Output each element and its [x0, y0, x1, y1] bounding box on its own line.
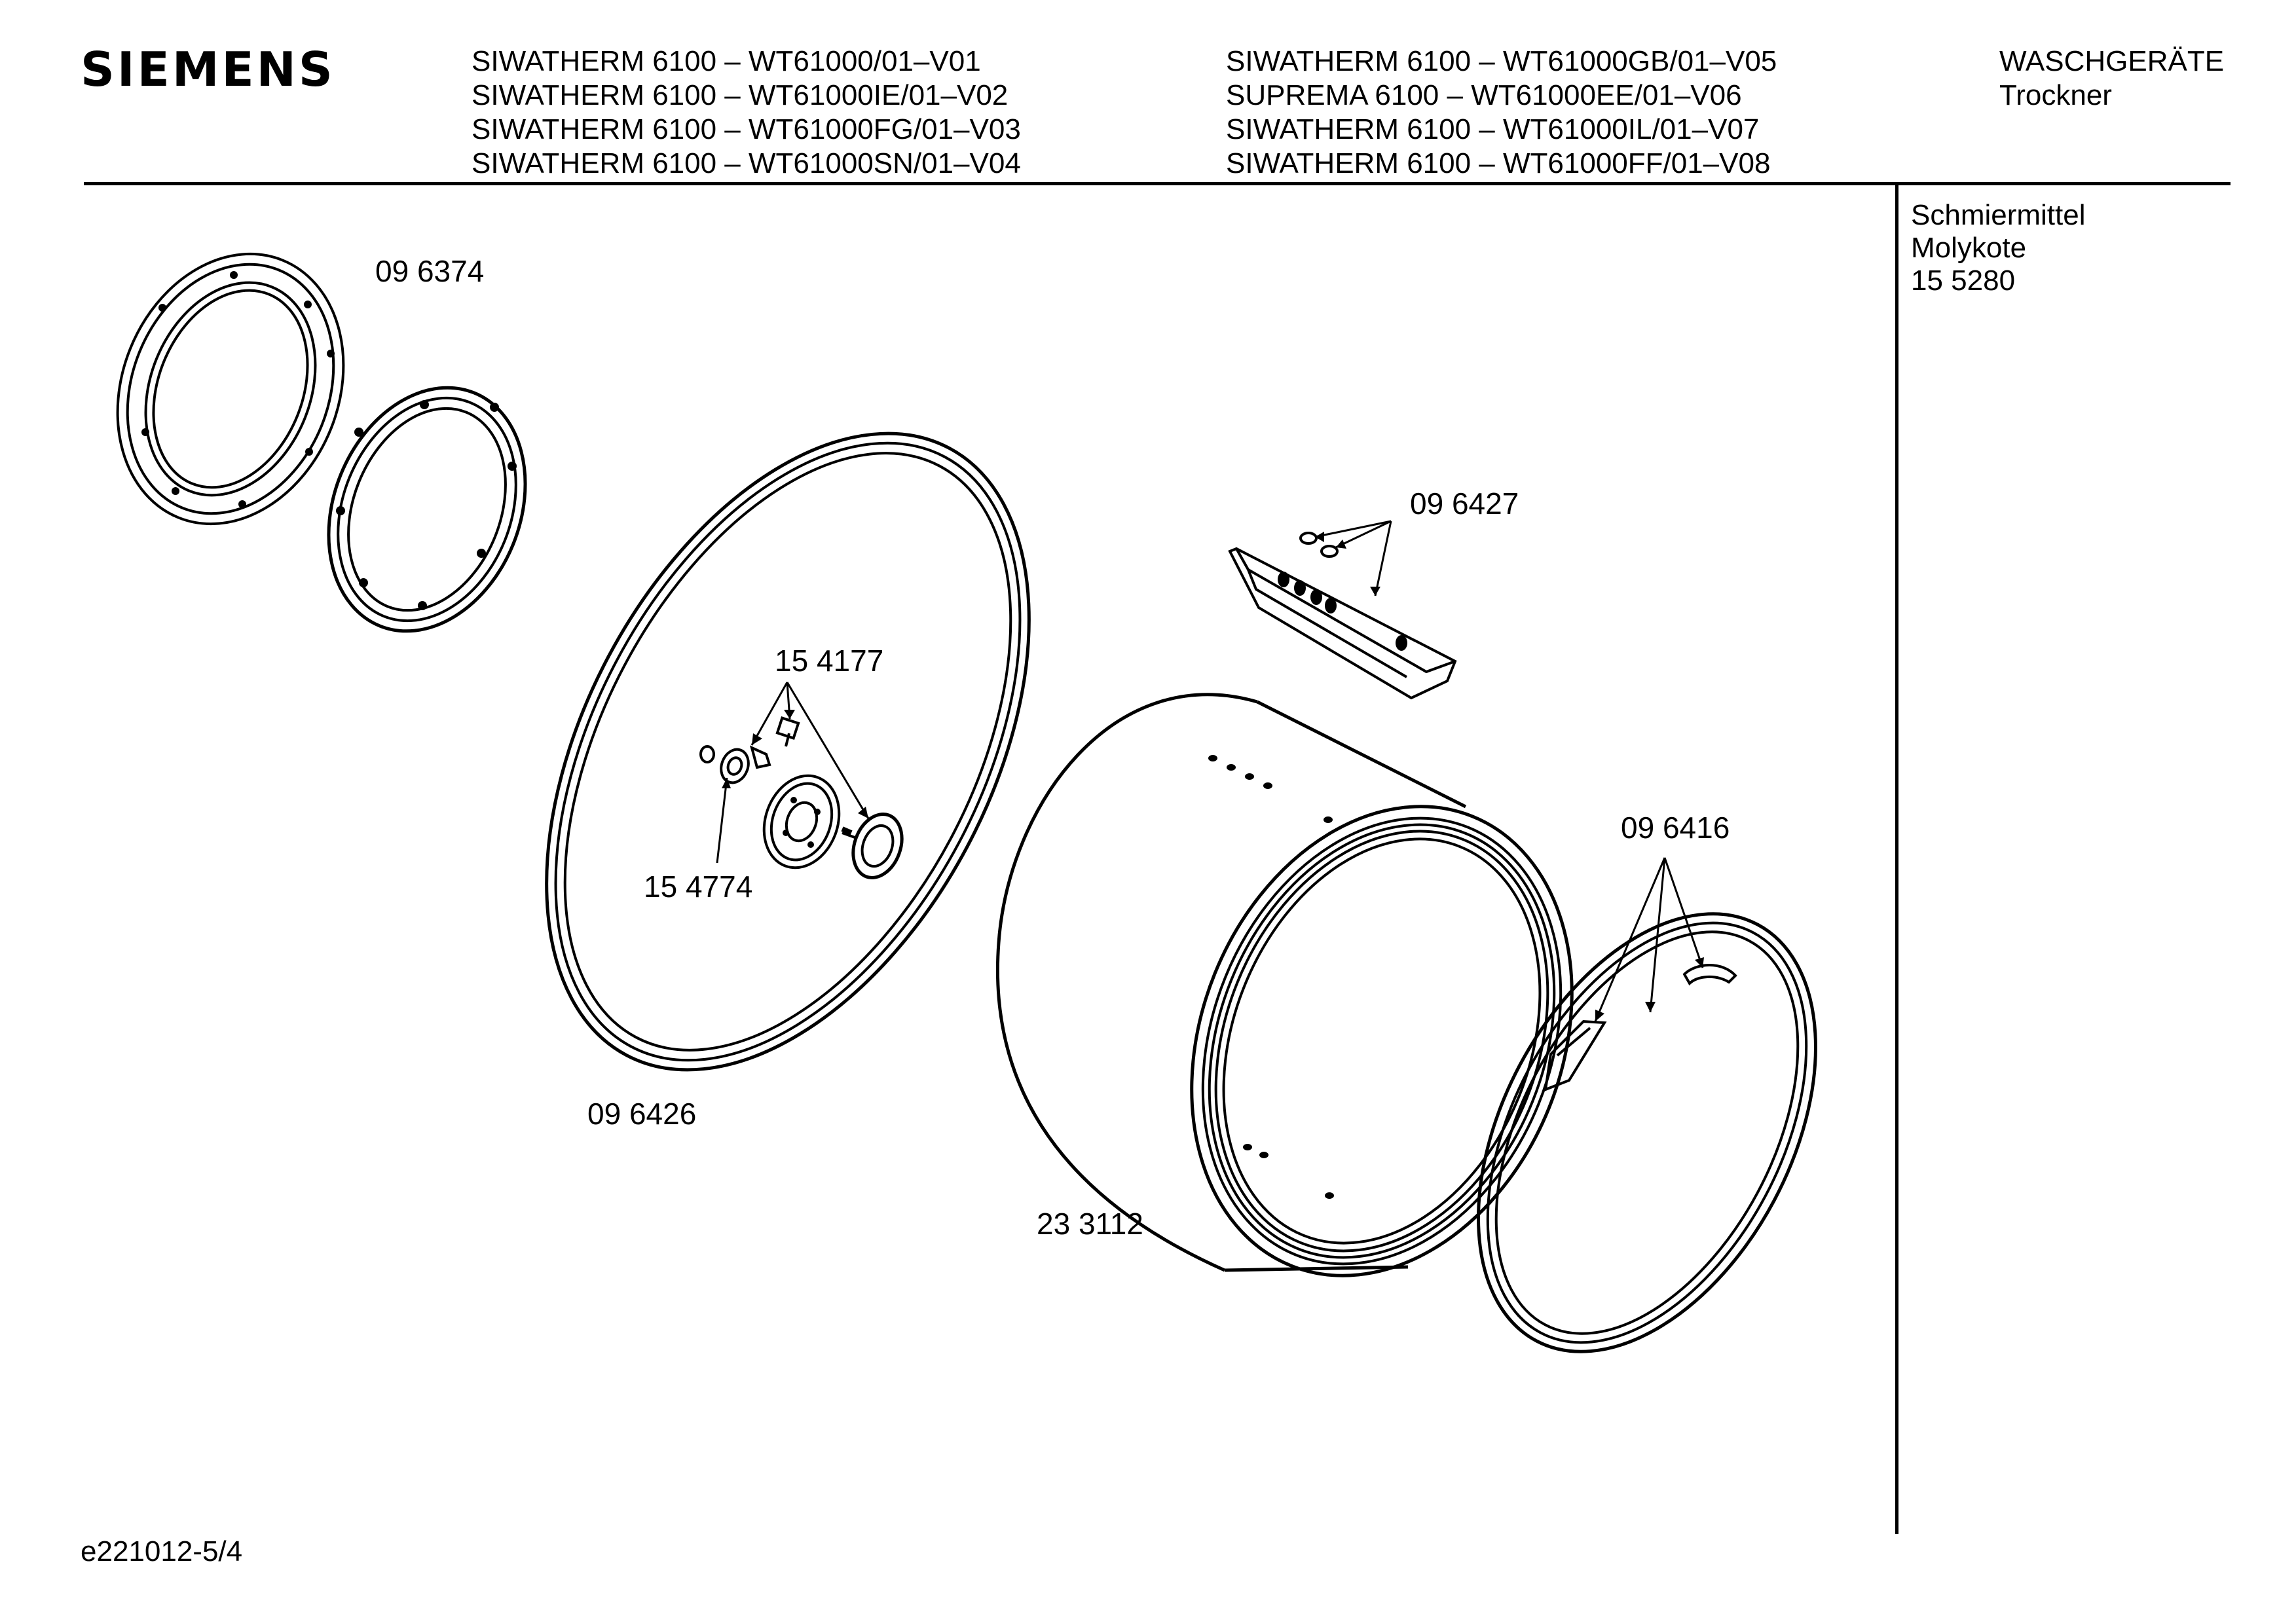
bracket-096427: [1228, 532, 1457, 700]
part-label-096426: 09 6426: [587, 1097, 696, 1131]
part-label-096416: 09 6416: [1621, 811, 1730, 845]
flange-ring-096374: [116, 252, 345, 526]
note-line: Molykote: [1911, 232, 2027, 264]
bearing-hub-assembly: [699, 716, 904, 879]
header-divider: [84, 182, 2231, 185]
leader-lines: [716, 520, 1704, 1022]
drum-233112: [995, 693, 1574, 1277]
part-label-233112: 23 3112: [1037, 1207, 1143, 1241]
model-line: SIWATHERM 6100 – WT61000IE/01–V02: [472, 79, 1009, 111]
drum-back-panel-096426: [545, 431, 1031, 1072]
category-subtitle: Trockner: [1999, 79, 2112, 111]
gasket-ring: [327, 386, 527, 633]
note-line: Schmiermittel: [1911, 199, 2086, 231]
category-title: WASCHGERÄTE: [1999, 45, 2225, 77]
model-line: SIWATHERM 6100 – WT61000/01–V01: [472, 45, 981, 77]
part-label-096374: 09 6374: [375, 254, 484, 288]
siemens-logo: SIEMENS: [81, 42, 335, 97]
part-label-154177: 15 4177: [775, 644, 883, 678]
category-block: WASCHGERÄTE Trockner: [1999, 45, 2224, 113]
part-label-154774: 15 4774: [644, 870, 752, 904]
front-ring-096416: [1477, 912, 1817, 1353]
sidebar-divider: [1895, 185, 1898, 1534]
model-line: SIWATHERM 6100 – WT61000FF/01–V08: [1226, 147, 1771, 179]
model-line: SIWATHERM 6100 – WT61000GB/01–V05: [1226, 45, 1777, 77]
model-list-right: SIWATHERM 6100 – WT61000GB/01–V05 SUPREM…: [1226, 45, 1777, 181]
model-line: SIWATHERM 6100 – WT61000FG/01–V03: [472, 113, 1021, 145]
model-list-left: SIWATHERM 6100 – WT61000/01–V01 SIWATHER…: [472, 45, 1021, 181]
document-code: e221012-5/4: [81, 1535, 243, 1567]
lubricant-notes: Schmiermittel Molykote 15 5280: [1911, 199, 2086, 297]
model-line: SUPREMA 6100 – WT61000EE/01–V06: [1226, 79, 1742, 111]
part-label-096427: 09 6427: [1410, 486, 1519, 521]
note-line: 15 5280: [1911, 265, 2016, 297]
model-line: SIWATHERM 6100 – WT61000SN/01–V04: [472, 147, 1021, 179]
model-line: SIWATHERM 6100 – WT61000IL/01–V07: [1226, 113, 1760, 145]
